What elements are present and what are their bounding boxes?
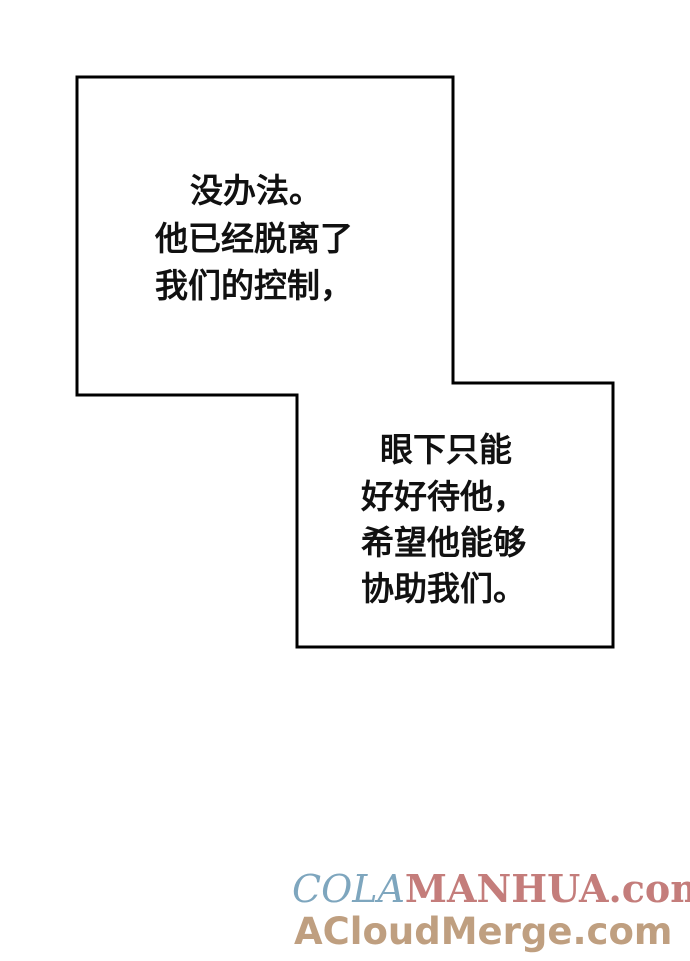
- text-line: 希望他能够: [361, 523, 526, 562]
- watermark-colamanhua: COLAMANHUA.com: [292, 867, 690, 911]
- text-line: 没办法。: [190, 171, 322, 210]
- text-line: 眼下只能: [380, 430, 512, 469]
- text-line: 好好待他，: [361, 477, 526, 516]
- watermark-acloudmerge: ACloudMerge.com: [294, 910, 673, 953]
- text-line: 协助我们。: [361, 569, 526, 608]
- watermark-cola: COLA: [292, 867, 405, 911]
- watermark-manhua: MANHUA.com: [404, 866, 690, 911]
- text-line: 我们的控制，: [155, 266, 353, 305]
- text-line: 他已经脱离了: [155, 219, 353, 258]
